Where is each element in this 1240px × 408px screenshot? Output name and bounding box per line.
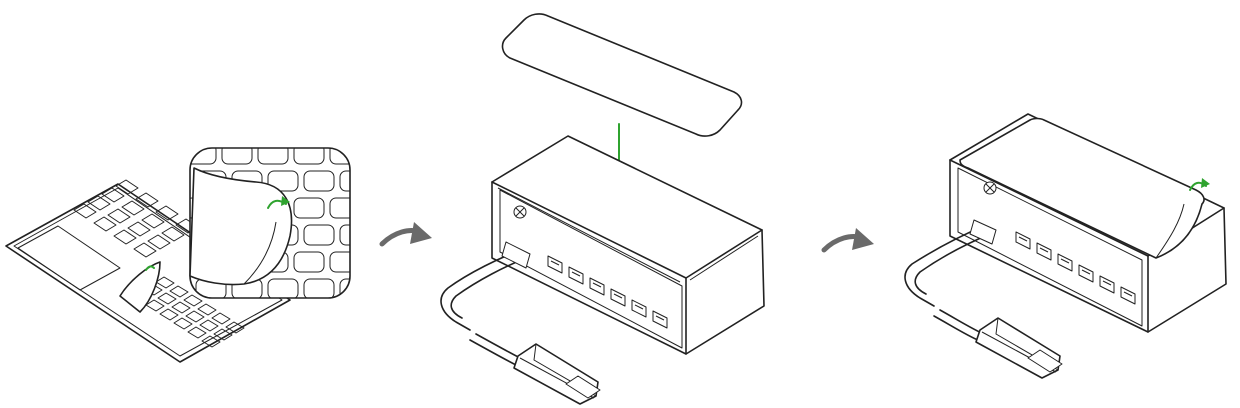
sticker-key-icon [159,308,179,321]
sticker-key-icon [101,187,125,203]
usb-port-icon [568,266,584,285]
zoom-key-icon [303,224,335,246]
sticker-key-icon [133,242,157,258]
sticker-key-icon [225,321,245,334]
sticker-key-icon [211,312,231,325]
sticker-key-icon [145,299,165,312]
usb-port-icon [589,277,605,296]
usb-port-icon [1036,242,1052,261]
zoom-key-icon [293,251,325,273]
sticker-key-icon [73,203,97,219]
keyboard-sticker-sheet-icon [5,179,291,363]
usb-port-icon [547,255,563,274]
zoom-key-icon [329,148,350,165]
usb-port-icon [1120,286,1136,305]
sticker-key-icon [147,234,171,250]
sticker-key-icon [155,205,179,221]
sticker-key-icon [173,317,193,330]
sticker-key-icon [185,310,205,323]
sticker-key-icon [187,326,207,339]
zoom-key-icon [293,197,325,219]
zoom-key-icon [267,170,299,192]
curved-arrow-icon [821,228,874,253]
usb-port-icon [1057,253,1073,272]
zoom-key-icon [329,251,350,273]
zoom-key-icon [329,197,350,219]
sticker-key-icon [157,292,177,305]
sticker-key-icon [107,208,131,224]
zoom-key-icon [303,170,335,192]
zoom-key-icon [293,148,325,165]
usb-port-icon [1099,275,1115,294]
sticker-key-icon [87,195,111,211]
sticker-key-icon [115,179,139,195]
usb-port-icon [1078,264,1094,283]
sticker-key-icon [183,294,203,307]
zoom-key-icon [267,278,299,298]
zoom-key-icon [339,278,350,298]
sticker-key-icon [127,221,151,237]
sticker-key-icon [113,229,137,245]
zoom-key-icon [221,148,253,165]
sticker-key-icon [121,200,145,216]
usb-port-icon [1015,231,1031,250]
sticker-key-icon [93,216,117,232]
usb-port-icon [631,299,647,318]
sticker-key-icon [197,303,217,316]
sticker-key-icon [169,285,189,298]
sticker-key-icon [201,335,221,348]
sticker-key-icon [155,276,175,289]
sticker-key-icon [213,328,233,341]
usb-port-icon [610,288,626,307]
usb-hub-apply-sticker-icon [440,13,765,405]
zoom-key-icon [257,148,289,165]
curved-arrow-icon [379,222,432,247]
sticker-key-icon [171,301,191,314]
usb-hub-sticker-applied-icon [904,113,1227,379]
sticker-key-icon [135,192,159,208]
sticker-key-icon [199,319,219,332]
zoom-key-icon [190,148,217,165]
sticker-key-icon [141,213,165,229]
sticker-key-icon [161,226,185,242]
zoom-key-icon [339,224,350,246]
zoom-key-icon [303,278,335,298]
usb-port-icon [652,310,668,329]
zoom-key-icon [339,170,350,192]
sticker-zoom-inset-icon [189,147,351,299]
